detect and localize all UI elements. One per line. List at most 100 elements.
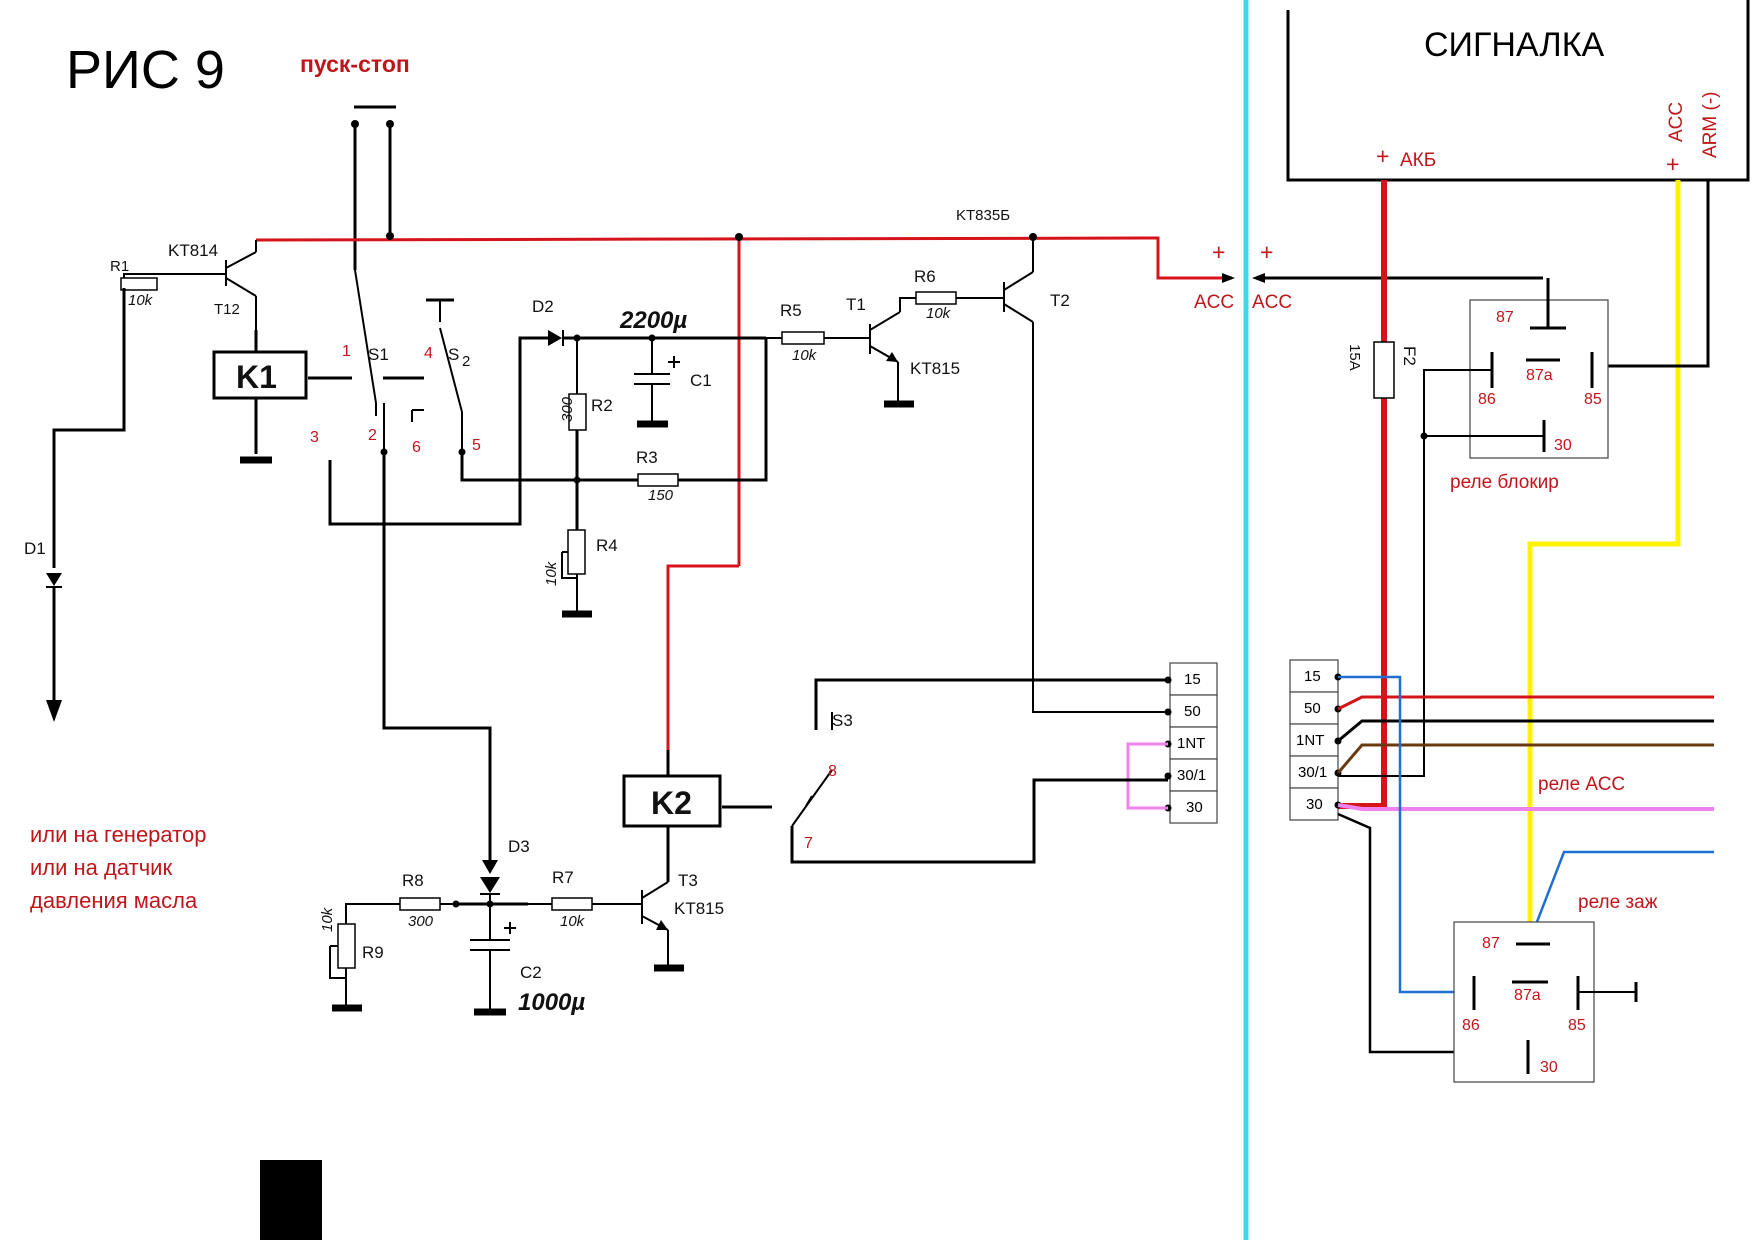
c2-value: 1000µ (518, 989, 585, 1016)
kt815-label-a: KT815 (910, 359, 960, 378)
pin-5: 5 (472, 437, 481, 454)
acc-label-left: ACC (1194, 292, 1234, 313)
t12-label: T12 (214, 301, 240, 318)
rb-86: 86 (1478, 391, 1496, 408)
ri-85: 85 (1568, 1017, 1586, 1034)
diode-d3 (480, 877, 500, 904)
alarm-unit-box (1286, 0, 1750, 182)
r2-value: 300 (559, 396, 576, 422)
f2-label: F2 (1400, 346, 1419, 366)
positive-supply-rail (255, 232, 1232, 750)
pin-4: 4 (424, 345, 433, 362)
c2-label: C2 (520, 963, 542, 982)
r3-label: R3 (636, 448, 658, 467)
r1-label: R1 (110, 258, 129, 275)
figure-title: РИС 9 (66, 40, 225, 100)
alarm-title: СИГНАЛКА (1424, 26, 1604, 64)
r9-label: R9 (362, 943, 384, 962)
pin-2: 2 (368, 427, 377, 444)
resistor-r3 (637, 473, 679, 487)
wire-brown-out (1336, 743, 1714, 774)
s2-subscript: 2 (462, 353, 470, 370)
wire-blue-15 (1338, 675, 1470, 994)
rb-30: 30 (1554, 437, 1572, 454)
diode-d2 (548, 330, 564, 346)
switch-s1 (354, 269, 424, 456)
conn-right-30: 30 (1306, 796, 1323, 813)
r7-label: R7 (552, 868, 574, 887)
start-stop-label: пуск-стоп (300, 51, 410, 77)
r7-value: 10k (560, 913, 586, 930)
r2-label: R2 (591, 396, 613, 415)
pin-7: 7 (804, 835, 813, 852)
conn-left-30-1: 30/1 (1177, 767, 1206, 784)
relay-ign-label: реле заж (1578, 892, 1658, 913)
s1-label: S1 (368, 345, 389, 364)
relay-acc-label: реле АСС (1538, 774, 1625, 795)
ri-86: 86 (1462, 1017, 1480, 1034)
wire-blue-87 (1528, 850, 1714, 941)
relay-k1 (212, 350, 308, 400)
capacitor-c2 (470, 904, 516, 1016)
capacitor-c1 (634, 338, 680, 428)
r3-value: 150 (648, 487, 674, 504)
s3-label: S3 (832, 711, 853, 730)
conn-right-50: 50 (1304, 700, 1321, 717)
rb-87: 87 (1496, 309, 1514, 326)
conn-right-15: 15 (1304, 668, 1321, 685)
pin-1: 1 (342, 343, 351, 360)
conn-right-30-1: 30/1 (1298, 764, 1327, 781)
d2-label: D2 (532, 297, 554, 316)
conn-left-50: 50 (1184, 703, 1201, 720)
r5-value: 10k (792, 347, 818, 364)
ri-87: 87 (1482, 935, 1500, 952)
connector-right: 15 50 1NT 30/1 30 (1289, 659, 1342, 821)
conn-left-1nt: 1NT (1177, 735, 1205, 752)
s2-pin5-wire (460, 338, 768, 482)
acc-label-right: ACC (1252, 292, 1292, 313)
s2-label: S (448, 345, 459, 364)
r1-value: 10k (128, 292, 154, 309)
r6-value: 10k (926, 305, 952, 322)
t3-label: T3 (678, 871, 698, 890)
transistor-kt814 (225, 240, 257, 330)
acc-vertical-label: ACC (1666, 102, 1687, 142)
plus-akb: + (1376, 143, 1389, 169)
wire-pink-out (1337, 803, 1714, 811)
kt835-label: KT835Б (956, 207, 1010, 224)
t2-label: T2 (1050, 291, 1070, 310)
fuse-f2 (1373, 341, 1395, 399)
ri-87a: 87a (1514, 987, 1541, 1004)
plus-acc-left: + (1212, 239, 1225, 265)
pink-jumper-left (1126, 742, 1168, 810)
transistor-t3 (641, 881, 684, 972)
kt815-label-b: KT815 (674, 899, 724, 918)
potentiometer-r4 (561, 529, 592, 618)
kt814-label: KT814 (168, 241, 218, 260)
wire-black-30 (1337, 812, 1528, 1054)
note-line-2: или на датчик (30, 855, 172, 880)
connector-left: 15 50 1NT 30/1 30 (1164, 662, 1218, 824)
r8-label: R8 (402, 871, 424, 890)
r6-label: R6 (914, 267, 936, 286)
pin-6: 6 (412, 439, 421, 456)
ri-30: 30 (1540, 1059, 1558, 1076)
akb-label: АКБ (1400, 150, 1436, 171)
resistor-r8 (399, 897, 441, 911)
d1-label: D1 (24, 539, 46, 558)
relay-block-label: реле блокир (1450, 472, 1559, 493)
k2-label: K2 (651, 785, 692, 821)
diode-d1 (46, 288, 126, 722)
transistor-t1 (869, 297, 916, 408)
r8-value: 300 (408, 913, 434, 930)
conn-left-30: 30 (1186, 799, 1203, 816)
relay-k2 (622, 774, 722, 828)
c1-value: 2200µ (619, 307, 687, 334)
transistor-t2 (1003, 238, 1168, 713)
pin-3: 3 (310, 429, 319, 446)
r4-label: R4 (596, 536, 618, 555)
resistor-r7 (551, 897, 593, 911)
r5-label: R5 (780, 301, 802, 320)
plus-acc-alarm: + (1666, 151, 1679, 177)
